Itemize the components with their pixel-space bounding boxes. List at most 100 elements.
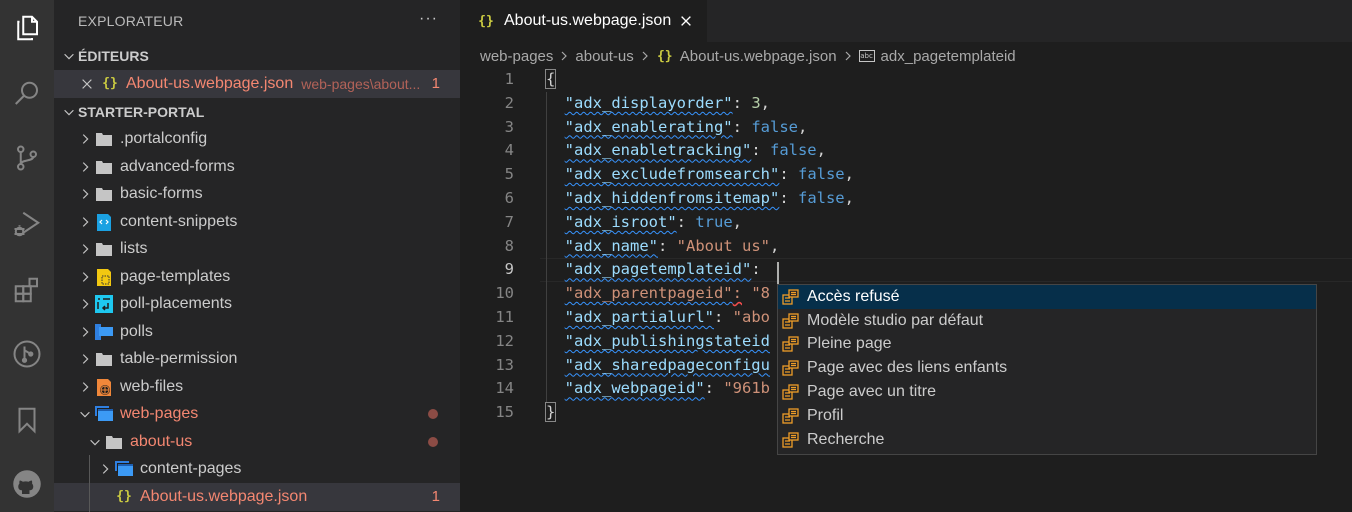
suggestion-label: Page avec un titre xyxy=(807,383,936,401)
close-icon[interactable] xyxy=(679,14,693,28)
code-editor[interactable]: 1{ 2 "adx_displayorder": 3, 3 "adx_enabl… xyxy=(460,68,1352,425)
source-control-icon[interactable] xyxy=(0,130,54,186)
code-line: 13 "adx_sharedpageconfigu xyxy=(460,354,1352,378)
suggestion-item[interactable]: Page avec des liens enfants xyxy=(778,356,1316,380)
json-key: "adx_isroot" xyxy=(564,212,677,231)
suggestion-item[interactable]: Page avec un titre xyxy=(778,380,1316,404)
enum-member-icon xyxy=(781,359,801,377)
json-key: "adx_excludefromsearch" xyxy=(564,165,780,184)
line-number: 13 xyxy=(495,355,514,374)
code-line: 1{ xyxy=(460,68,1352,92)
line-number: 1 xyxy=(504,70,514,88)
suggestion-item[interactable]: Recherche xyxy=(778,428,1316,452)
open-editors-section[interactable]: ÉDITEURS xyxy=(54,42,460,70)
git-graph-icon[interactable] xyxy=(0,326,54,382)
line-number: 4 xyxy=(504,141,514,160)
folder-icon xyxy=(94,350,114,368)
workspace-label: STARTER-PORTAL xyxy=(78,103,205,120)
open-brace: { xyxy=(544,69,557,89)
code-line: 5 "adx_excludefromsearch": false, xyxy=(460,163,1352,187)
bookmarks-icon[interactable] xyxy=(0,392,54,448)
tree-item-table-permission[interactable]: table-permission xyxy=(54,346,460,374)
breadcrumb-item[interactable]: web-pages xyxy=(480,47,554,65)
json-value: false xyxy=(769,141,817,160)
tree-item-about-us[interactable]: about-us xyxy=(54,428,460,456)
explorer-icon[interactable] xyxy=(0,0,54,56)
breadcrumb-item[interactable]: adx_pagetemplateid xyxy=(880,47,1016,65)
modified-dot xyxy=(428,409,438,420)
folder-icon xyxy=(104,433,124,451)
tree-item-web-files[interactable]: web-files xyxy=(54,373,460,401)
json-key: "adx_publishingstateid xyxy=(564,331,770,350)
tree-item-advanced-forms[interactable]: advanced-forms xyxy=(54,153,460,181)
web-pages-folder-icon xyxy=(94,405,114,423)
line-number: 15 xyxy=(495,403,514,422)
tree-item-basic-forms[interactable]: basic-forms xyxy=(54,181,460,209)
autocomplete-suggestions: Accès refusé Modèle studio par défaut Pl… xyxy=(777,284,1317,455)
json-key: "adx_pagetemplateid" xyxy=(564,260,752,279)
close-icon[interactable] xyxy=(78,77,96,91)
suggestion-item[interactable]: Modèle studio par défaut xyxy=(778,309,1316,333)
json-key: "adx_name" xyxy=(564,236,658,255)
run-debug-icon[interactable] xyxy=(0,196,54,252)
tree-item-label: page-templates xyxy=(120,267,231,285)
indent-guide xyxy=(546,92,547,402)
chevron-down-icon xyxy=(60,105,78,119)
workspace-section[interactable]: STARTER-PORTAL xyxy=(54,98,460,126)
suggestion-item[interactable]: Pleine page xyxy=(778,333,1316,357)
tree-item-portalconfig[interactable]: .portalconfig xyxy=(54,126,460,154)
tree-item-label: web-pages xyxy=(120,405,199,423)
chevron-down-icon xyxy=(86,435,104,449)
extensions-icon[interactable] xyxy=(0,262,54,318)
github-icon[interactable] xyxy=(0,456,54,512)
tree-item-label: web-files xyxy=(120,377,184,395)
tree-item-label: lists xyxy=(120,240,148,258)
breadcrumb-item[interactable]: about-us xyxy=(575,47,634,65)
chevron-down-icon xyxy=(76,407,94,421)
web-pages-folder-icon xyxy=(114,460,134,478)
json-icon: {} xyxy=(116,489,132,505)
open-editor-item[interactable]: {} About-us.webpage.json web-pages\about… xyxy=(54,70,460,98)
poll-placements-folder-icon xyxy=(94,295,114,314)
suggestion-item[interactable]: Accès refusé xyxy=(778,285,1316,309)
suggestion-label: Pleine page xyxy=(807,335,892,353)
open-editor-path: web-pages\about... xyxy=(301,75,421,92)
string-property-icon: abc xyxy=(858,50,875,62)
code-line: 2 "adx_displayorder": 3, xyxy=(460,92,1352,116)
tree-item-content-pages[interactable]: content-pages xyxy=(54,456,460,484)
more-actions-button[interactable]: ··· xyxy=(419,10,438,27)
tree-item-content-snippets[interactable]: content-snippets xyxy=(54,208,460,236)
chevron-right-icon xyxy=(76,270,94,284)
tree-item-label: poll-placements xyxy=(120,295,233,313)
tree-item-about-us-json[interactable]: {} About-us.webpage.json 1 xyxy=(54,483,460,511)
chevron-right-icon xyxy=(559,50,569,62)
tree-item-page-templates[interactable]: page-templates xyxy=(54,263,460,291)
code-line: 10 "adx_parentpageid": "8 xyxy=(460,282,1352,306)
code-line: 6 "adx_hiddenfromsitemap": false, xyxy=(460,187,1352,211)
tree-item-web-pages[interactable]: web-pages xyxy=(54,401,460,429)
open-editor-filename: About-us.webpage.json xyxy=(126,74,294,92)
problem-count-badge: 1 xyxy=(431,75,440,93)
text-cursor xyxy=(777,262,779,284)
line-number: 6 xyxy=(504,188,514,207)
tree-item-lists[interactable]: lists xyxy=(54,236,460,264)
search-icon[interactable] xyxy=(0,66,54,122)
json-icon: {} xyxy=(478,13,494,29)
tree-item-polls[interactable]: polls xyxy=(54,318,460,346)
line-number: 3 xyxy=(504,117,514,136)
enum-member-icon xyxy=(781,288,801,306)
chevron-right-icon xyxy=(76,242,94,256)
code-line: 14 "adx_webpageid": "961b xyxy=(460,377,1352,401)
tree-item-poll-placements[interactable]: poll-placements xyxy=(54,291,460,319)
suggestion-item[interactable]: Profil xyxy=(778,404,1316,428)
content-snippets-folder-icon xyxy=(94,213,114,231)
tree-item-label: About-us.webpage.json xyxy=(140,487,308,505)
enum-member-icon xyxy=(781,383,801,401)
json-value: false xyxy=(751,117,798,136)
tab-about-us-json[interactable]: {} About-us.webpage.json xyxy=(460,0,708,42)
folder-icon xyxy=(94,185,114,203)
close-brace: } xyxy=(544,402,557,423)
chevron-right-icon xyxy=(640,50,650,62)
json-value: 3 xyxy=(751,93,761,112)
breadcrumb-item[interactable]: About-us.webpage.json xyxy=(679,47,837,65)
